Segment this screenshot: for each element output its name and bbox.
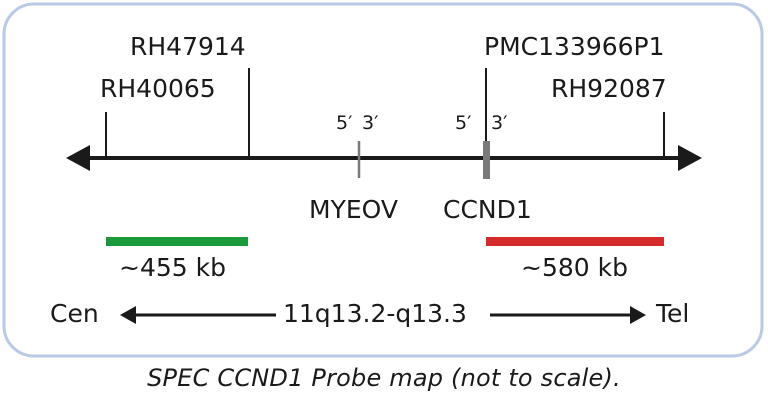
- probe-size-red: ~580 kb: [521, 253, 628, 282]
- gene-label-myeov: MYEOV: [309, 195, 398, 224]
- orientation-cen-label: Cen: [50, 299, 99, 328]
- marker-label-rh47914: RH47914: [130, 32, 246, 61]
- orientation-left-arrowhead: [120, 306, 136, 324]
- gene-ccnd1-prime3: 3′: [491, 112, 507, 134]
- gene-myeov-prime5: 5′: [336, 112, 352, 134]
- probe-bar-green: [106, 237, 248, 246]
- orientation-right-arrowhead: [630, 306, 646, 324]
- figure-caption: SPEC CCND1 Probe map (not to scale).: [147, 364, 621, 392]
- gene-block-ccnd1: [483, 141, 490, 179]
- chromosome-axis: [66, 145, 702, 171]
- gene-ccnd1-prime5: 5′: [455, 112, 471, 134]
- orientation-tel-label: Tel: [655, 299, 689, 328]
- gene-myeov-prime3: 3′: [362, 112, 378, 134]
- chromosome-left-arrowhead: [66, 145, 90, 171]
- gene-label-ccnd1: CCND1: [443, 195, 532, 224]
- probe-bar-red: [486, 237, 664, 246]
- probe-size-green: ~455 kb: [119, 253, 226, 282]
- marker-label-rh92087: RH92087: [551, 74, 667, 103]
- orientation-region-label: 11q13.2-q13.3: [283, 299, 467, 328]
- diagram-frame: [2, 2, 764, 358]
- marker-label-rh40065: RH40065: [100, 74, 216, 103]
- chromosome-right-arrowhead: [678, 145, 702, 171]
- marker-label-pmc133966p1: PMC133966P1: [484, 32, 665, 61]
